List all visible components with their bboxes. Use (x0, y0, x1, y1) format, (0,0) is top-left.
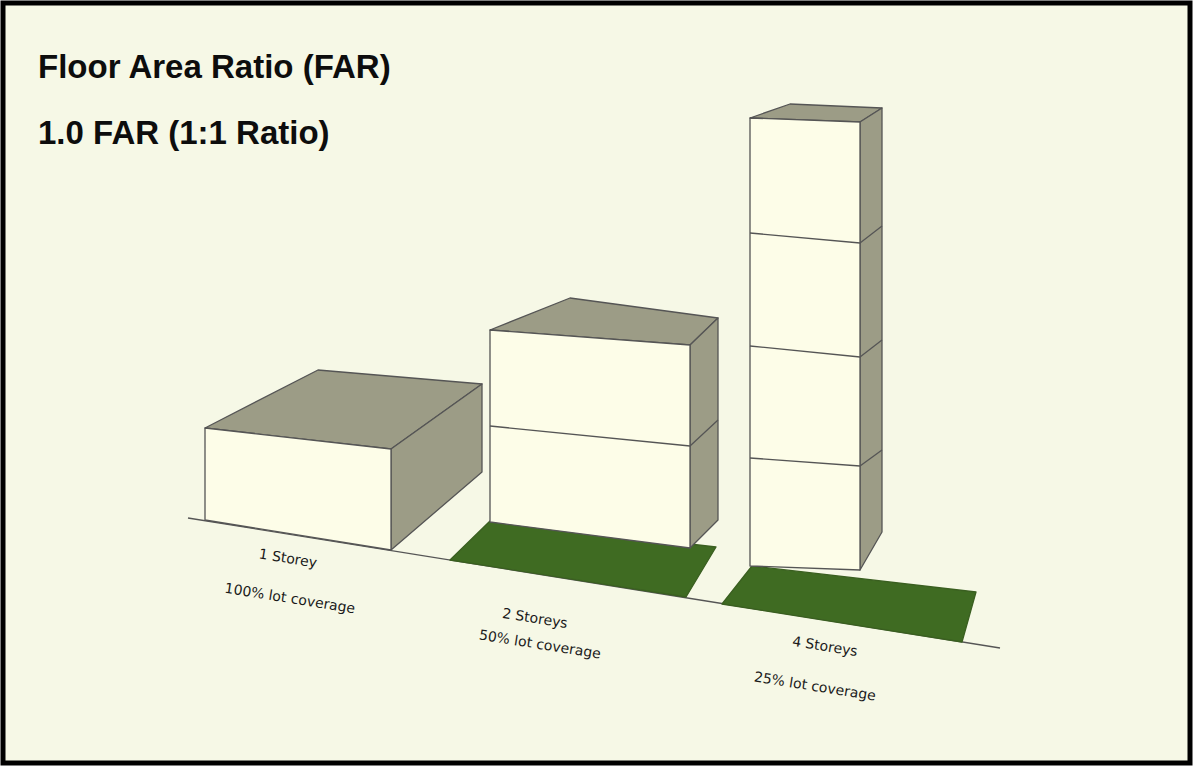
front-wall (205, 428, 391, 550)
floor-line (750, 226, 882, 243)
coverage-label: 25% lot coverage (753, 668, 877, 703)
floor-line (750, 450, 882, 466)
frame (3, 3, 1190, 763)
floor-line (750, 340, 882, 357)
front-wall (490, 330, 690, 548)
storey-label: 1 Storey (258, 546, 318, 571)
storey-label: 4 Storeys (791, 633, 859, 659)
open-space (722, 566, 976, 642)
coverage-label: 50% lot coverage (478, 626, 602, 661)
diagram-title: Floor Area Ratio (FAR) (38, 48, 391, 86)
subtitle: 1.0 FAR (1:1 Ratio) (38, 114, 330, 152)
floor-line (490, 420, 718, 446)
front-wall (750, 118, 860, 570)
coverage-label: 100% lot coverage (224, 580, 357, 616)
side-wall (860, 108, 882, 570)
storey-label: 2 Storeys (501, 605, 569, 631)
side-wall (391, 384, 482, 550)
